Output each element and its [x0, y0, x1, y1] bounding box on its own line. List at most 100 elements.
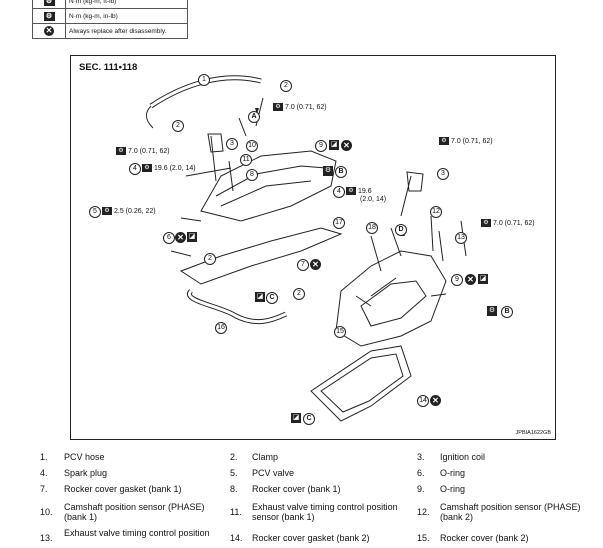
torque-label: ⚙7.0 (0.71, 62) [481, 219, 535, 227]
figure-id: JPBIA1622GB [515, 430, 551, 436]
part-number: 12. [417, 507, 430, 517]
torque-label: ⚙7.0 (0.71, 62) [273, 103, 327, 111]
callout-9: 9 [315, 140, 327, 152]
torque-label: ⚙19.6 (2.0, 14) [142, 164, 196, 172]
part-name: Rocker cover gasket (bank 2) [252, 533, 370, 543]
callout-4: 4 [333, 186, 345, 198]
part-number: 9. [417, 484, 425, 494]
torque-label: (2.0, 14) [360, 196, 387, 203]
part-number: 5. [230, 468, 238, 478]
ref-letter-c: C [303, 413, 315, 425]
replace-x-icon: ✕ [175, 232, 186, 243]
part-number: 4. [40, 468, 48, 478]
callout-2: 2 [204, 253, 216, 265]
seal-square-icon: ◪ [291, 413, 301, 423]
torque-wrench-icon: ⚙ [273, 103, 283, 111]
torque-wrench-icon: ⚙ [346, 187, 356, 195]
callout-4: 4 [129, 163, 141, 175]
part-name: O-ring [440, 468, 466, 478]
torque-label: ⚙2.5 (0.26, 22) [102, 207, 156, 215]
callout-8: 8 [246, 169, 258, 181]
callout-13: 13 [455, 232, 467, 244]
torque-wrench-icon: ⚙ [487, 306, 497, 316]
part-name: Rocker cover (bank 2) [440, 533, 529, 543]
part-name: Camshaft position sensor (PHASE) (bank 1… [64, 502, 205, 522]
callout-2: 2 [280, 80, 292, 92]
ref-letter-b: B [501, 306, 513, 318]
symbol-legend: ⚙ N·m (kg-m, ft-lb) ⚙ N·m (kg-m, in-lb) … [32, 0, 188, 39]
part-name: O-ring [440, 484, 466, 494]
part-number: 1. [40, 452, 48, 462]
part-number: 15. [417, 533, 430, 543]
part-name: PCV valve [252, 468, 295, 478]
replace-x-icon: ✕ [430, 395, 441, 406]
diagram-artwork [145, 75, 467, 422]
legend-row: ⚙ N·m (kg-m, ft-lb) [32, 0, 188, 9]
torque-wrench-icon: ⚙ [43, 0, 55, 6]
torque-wrench-icon: ⚙ [142, 164, 152, 172]
callout-16: 16 [215, 322, 227, 334]
part-name: Clamp [252, 452, 279, 462]
part-number: 3. [417, 452, 425, 462]
part-name: Ignition coil [440, 452, 486, 462]
part-name: Rocker cover gasket (bank 1) [64, 484, 182, 494]
torque-wrench-icon: ⚙ [481, 219, 491, 227]
part-number: 8. [230, 484, 238, 494]
callout-5: 5 [89, 206, 101, 218]
callout-10: 10 [246, 140, 258, 152]
part-number: 10. [40, 507, 53, 517]
callout-3: 3 [226, 138, 238, 150]
replace-x-icon: ✕ [465, 274, 476, 285]
callout-14: 14 [417, 395, 429, 407]
callout-7: 7 [297, 259, 309, 271]
callout-2: 2 [293, 288, 305, 300]
callout-12: 12 [430, 206, 442, 218]
torque-wrench-icon: ⚙ [102, 207, 112, 215]
callout-15: 15 [334, 326, 346, 338]
torque-label: ⚙7.0 (0.71, 62) [116, 147, 170, 155]
part-name: Exhaust valve timing control position [64, 528, 210, 538]
callout-9: 9 [451, 274, 463, 286]
torque-label: ⚙19.6 [346, 187, 372, 195]
replace-x-icon: ✕ [310, 259, 321, 270]
legend-text: N·m (kg-m, ft-lb) [65, 0, 188, 9]
part-name: Camshaft position sensor (PHASE) (bank 2… [440, 502, 581, 522]
ref-letter-c: C [266, 292, 278, 304]
legend-text: N·m (kg-m, in-lb) [65, 8, 188, 24]
part-name: PCV hose [64, 452, 105, 462]
part-number: 14. [230, 533, 243, 543]
part-name: Exhaust valve timing control position se… [252, 502, 398, 522]
ref-letter-b: B [335, 166, 347, 178]
ref-letter-d: D [395, 224, 407, 236]
replace-x-icon: ✕ [44, 26, 54, 36]
callout-17: 17 [333, 217, 345, 229]
part-name: Rocker cover (bank 1) [252, 484, 341, 494]
callout-2: 2 [172, 120, 184, 132]
torque-label: ⚙7.0 (0.71, 62) [439, 137, 493, 145]
seal-square-icon: ◪ [478, 274, 488, 284]
parts-row: 13. Exhaust valve timing control positio… [40, 528, 595, 548]
seal-square-icon: ◪ [187, 232, 197, 242]
parts-row: 7. Rocker cover gasket (bank 1) 8. Rocke… [40, 484, 595, 504]
legend-text: Always replace after disassembly. [65, 23, 188, 39]
replace-x-icon: ✕ [341, 140, 352, 151]
parts-row: 4. Spark plug 5. PCV valve 6. O-ring [40, 468, 595, 488]
ref-letter-a: A [248, 111, 260, 123]
callout-6: 6 [163, 232, 175, 244]
callout-3: 3 [437, 168, 449, 180]
part-number: 6. [417, 468, 425, 478]
legend-row: ✕ Always replace after disassembly. [32, 23, 188, 39]
torque-wrench-icon: ⚙ [323, 166, 333, 176]
part-number: 11. [230, 507, 242, 517]
torque-wrench-icon: ⚙ [116, 147, 126, 155]
callout-1: 1 [198, 74, 210, 86]
torque-wrench-icon: ⚙ [43, 11, 55, 21]
callout-18: 18 [366, 222, 378, 234]
seal-square-icon: ◪ [329, 140, 339, 150]
callout-11: 11 [240, 154, 252, 166]
part-number: 7. [40, 484, 48, 494]
parts-row: 10. Camshaft position sensor (PHASE) (ba… [40, 502, 595, 522]
legend-row: ⚙ N·m (kg-m, in-lb) [32, 8, 188, 24]
part-number: 2. [230, 452, 238, 462]
section-title: SEC. 111•118 [79, 62, 138, 73]
